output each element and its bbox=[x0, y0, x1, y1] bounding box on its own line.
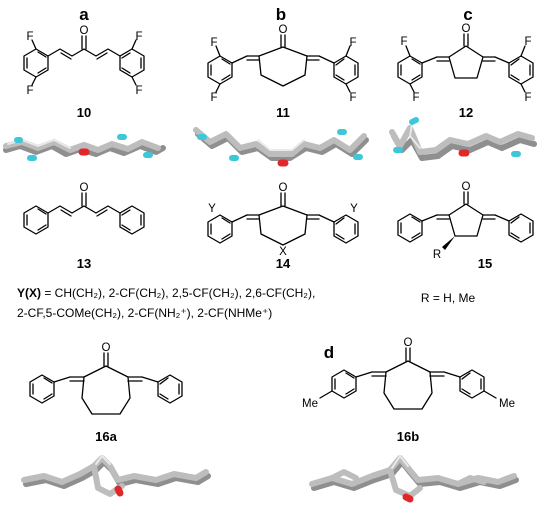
atom-F: F bbox=[210, 37, 217, 49]
atom-F: F bbox=[135, 31, 142, 43]
atom-Me: Me bbox=[499, 398, 515, 410]
atom-R: R bbox=[433, 249, 441, 261]
atom-O: O bbox=[80, 25, 89, 37]
compound-label-11: 11 bbox=[276, 105, 290, 120]
stick-model-11 bbox=[193, 127, 369, 167]
atom-F: F bbox=[26, 31, 33, 43]
panel-label-d: d bbox=[324, 343, 334, 362]
y-x-definition-line-1: Y(X) = CH(CH₂), 2-CF(CH₂), 2,5-CF(CH₂), … bbox=[17, 286, 315, 300]
atom-F: F bbox=[349, 37, 356, 49]
structure-compound-10 bbox=[23, 35, 145, 86]
atom-F: F bbox=[524, 92, 531, 104]
r-definition: R = H, Me bbox=[421, 291, 476, 305]
structure-compound-14 bbox=[207, 192, 359, 246]
panel-label-c: c bbox=[463, 5, 472, 24]
panel-label-a: a bbox=[79, 5, 89, 24]
atom-F: F bbox=[412, 92, 419, 104]
stick-model-16b bbox=[309, 455, 519, 503]
compound-label-16a: 16a bbox=[95, 429, 117, 444]
stick-model-12 bbox=[389, 117, 537, 161]
compound-label-10: 10 bbox=[77, 105, 91, 120]
structure-compound-11 bbox=[207, 34, 359, 93]
atom-F: F bbox=[349, 92, 356, 104]
compound-label-13: 13 bbox=[77, 256, 91, 271]
atom-O: O bbox=[279, 182, 288, 194]
y-x-values-line-2: 2-CF,5-COMe(CH₂), 2-CF(NH₂⁺), 2-CF(NHMe⁺… bbox=[17, 306, 272, 320]
atom-F: F bbox=[524, 36, 531, 48]
atom-F: F bbox=[400, 36, 407, 48]
structure-compound-13 bbox=[23, 192, 145, 235]
compound-label-12: 12 bbox=[459, 105, 473, 120]
stick-model-10 bbox=[3, 134, 166, 161]
stick-model-16a bbox=[21, 455, 211, 497]
structure-compound-16a bbox=[29, 352, 183, 415]
compound-label-15: 15 bbox=[478, 256, 492, 271]
structure-compound-15 bbox=[397, 191, 534, 250]
atom-O: O bbox=[279, 24, 288, 36]
atom-F: F bbox=[210, 92, 217, 104]
structure-compound-16b bbox=[319, 347, 497, 410]
atom-Y: Y bbox=[350, 203, 358, 215]
atom-Y: Y bbox=[208, 203, 216, 215]
atom-O: O bbox=[102, 342, 111, 354]
compound-label-16b: 16b bbox=[397, 429, 419, 444]
atom-Me: Me bbox=[302, 398, 318, 410]
compound-label-14: 14 bbox=[276, 256, 291, 271]
structure-compound-12 bbox=[397, 33, 534, 93]
atom-O: O bbox=[404, 337, 413, 349]
panel-label-b: b bbox=[276, 5, 286, 24]
atom-F: F bbox=[135, 85, 142, 97]
atom-O: O bbox=[462, 181, 471, 193]
y-x-heading: Y(X) bbox=[17, 286, 41, 300]
y-x-values-line-1: = CH(CH₂), 2-CF(CH₂), 2,5-CF(CH₂), 2,6-C… bbox=[41, 286, 315, 300]
atom-O: O bbox=[80, 182, 89, 194]
atom-X: X bbox=[279, 246, 287, 258]
atom-O: O bbox=[462, 23, 471, 35]
atom-F: F bbox=[26, 85, 33, 97]
